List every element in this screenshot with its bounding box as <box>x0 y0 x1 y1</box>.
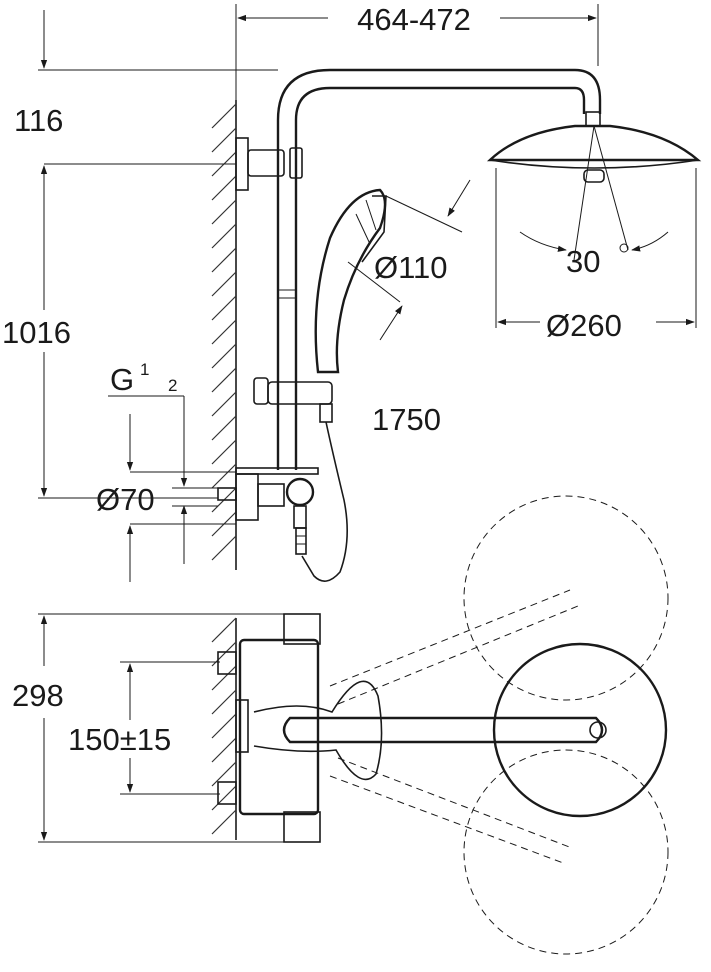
label-thread-numerator: 1 <box>140 360 149 379</box>
label-hand-shower-diameter: Ø110 <box>374 250 448 285</box>
thermostat-mixer-side <box>217 467 319 555</box>
thermostat-mixer-plan <box>217 613 321 843</box>
dimension-rail-height <box>38 165 218 499</box>
label-thread-letter: G <box>110 362 134 397</box>
label-mixer-height: 298 <box>12 678 64 713</box>
dimension-mixer-height <box>38 613 284 843</box>
head-shower <box>486 111 702 328</box>
label-head-diameter: Ø260 <box>546 308 622 343</box>
label-width-span: 464-472 <box>357 2 471 37</box>
shower-rail-and-arm <box>235 68 602 470</box>
label-head-angle: 30 <box>566 244 600 279</box>
label-rosette-diameter: Ø70 <box>96 482 155 517</box>
label-thread-denominator: 2 <box>168 376 177 395</box>
label-inlet-spacing: 150±15 <box>68 722 171 757</box>
label-top-offset: 116 <box>14 103 63 138</box>
swivel-range-plan <box>329 495 669 955</box>
dimension-width-span <box>235 4 599 100</box>
label-rail-height: 1016 <box>2 315 71 350</box>
shower-arm-plan <box>253 642 668 818</box>
label-hose-length: 1750 <box>372 402 441 437</box>
dimension-inlet-spacing <box>120 661 220 795</box>
dimension-inlet <box>108 395 236 582</box>
dimension-top-offset <box>38 10 278 165</box>
hand-shower <box>253 179 471 582</box>
